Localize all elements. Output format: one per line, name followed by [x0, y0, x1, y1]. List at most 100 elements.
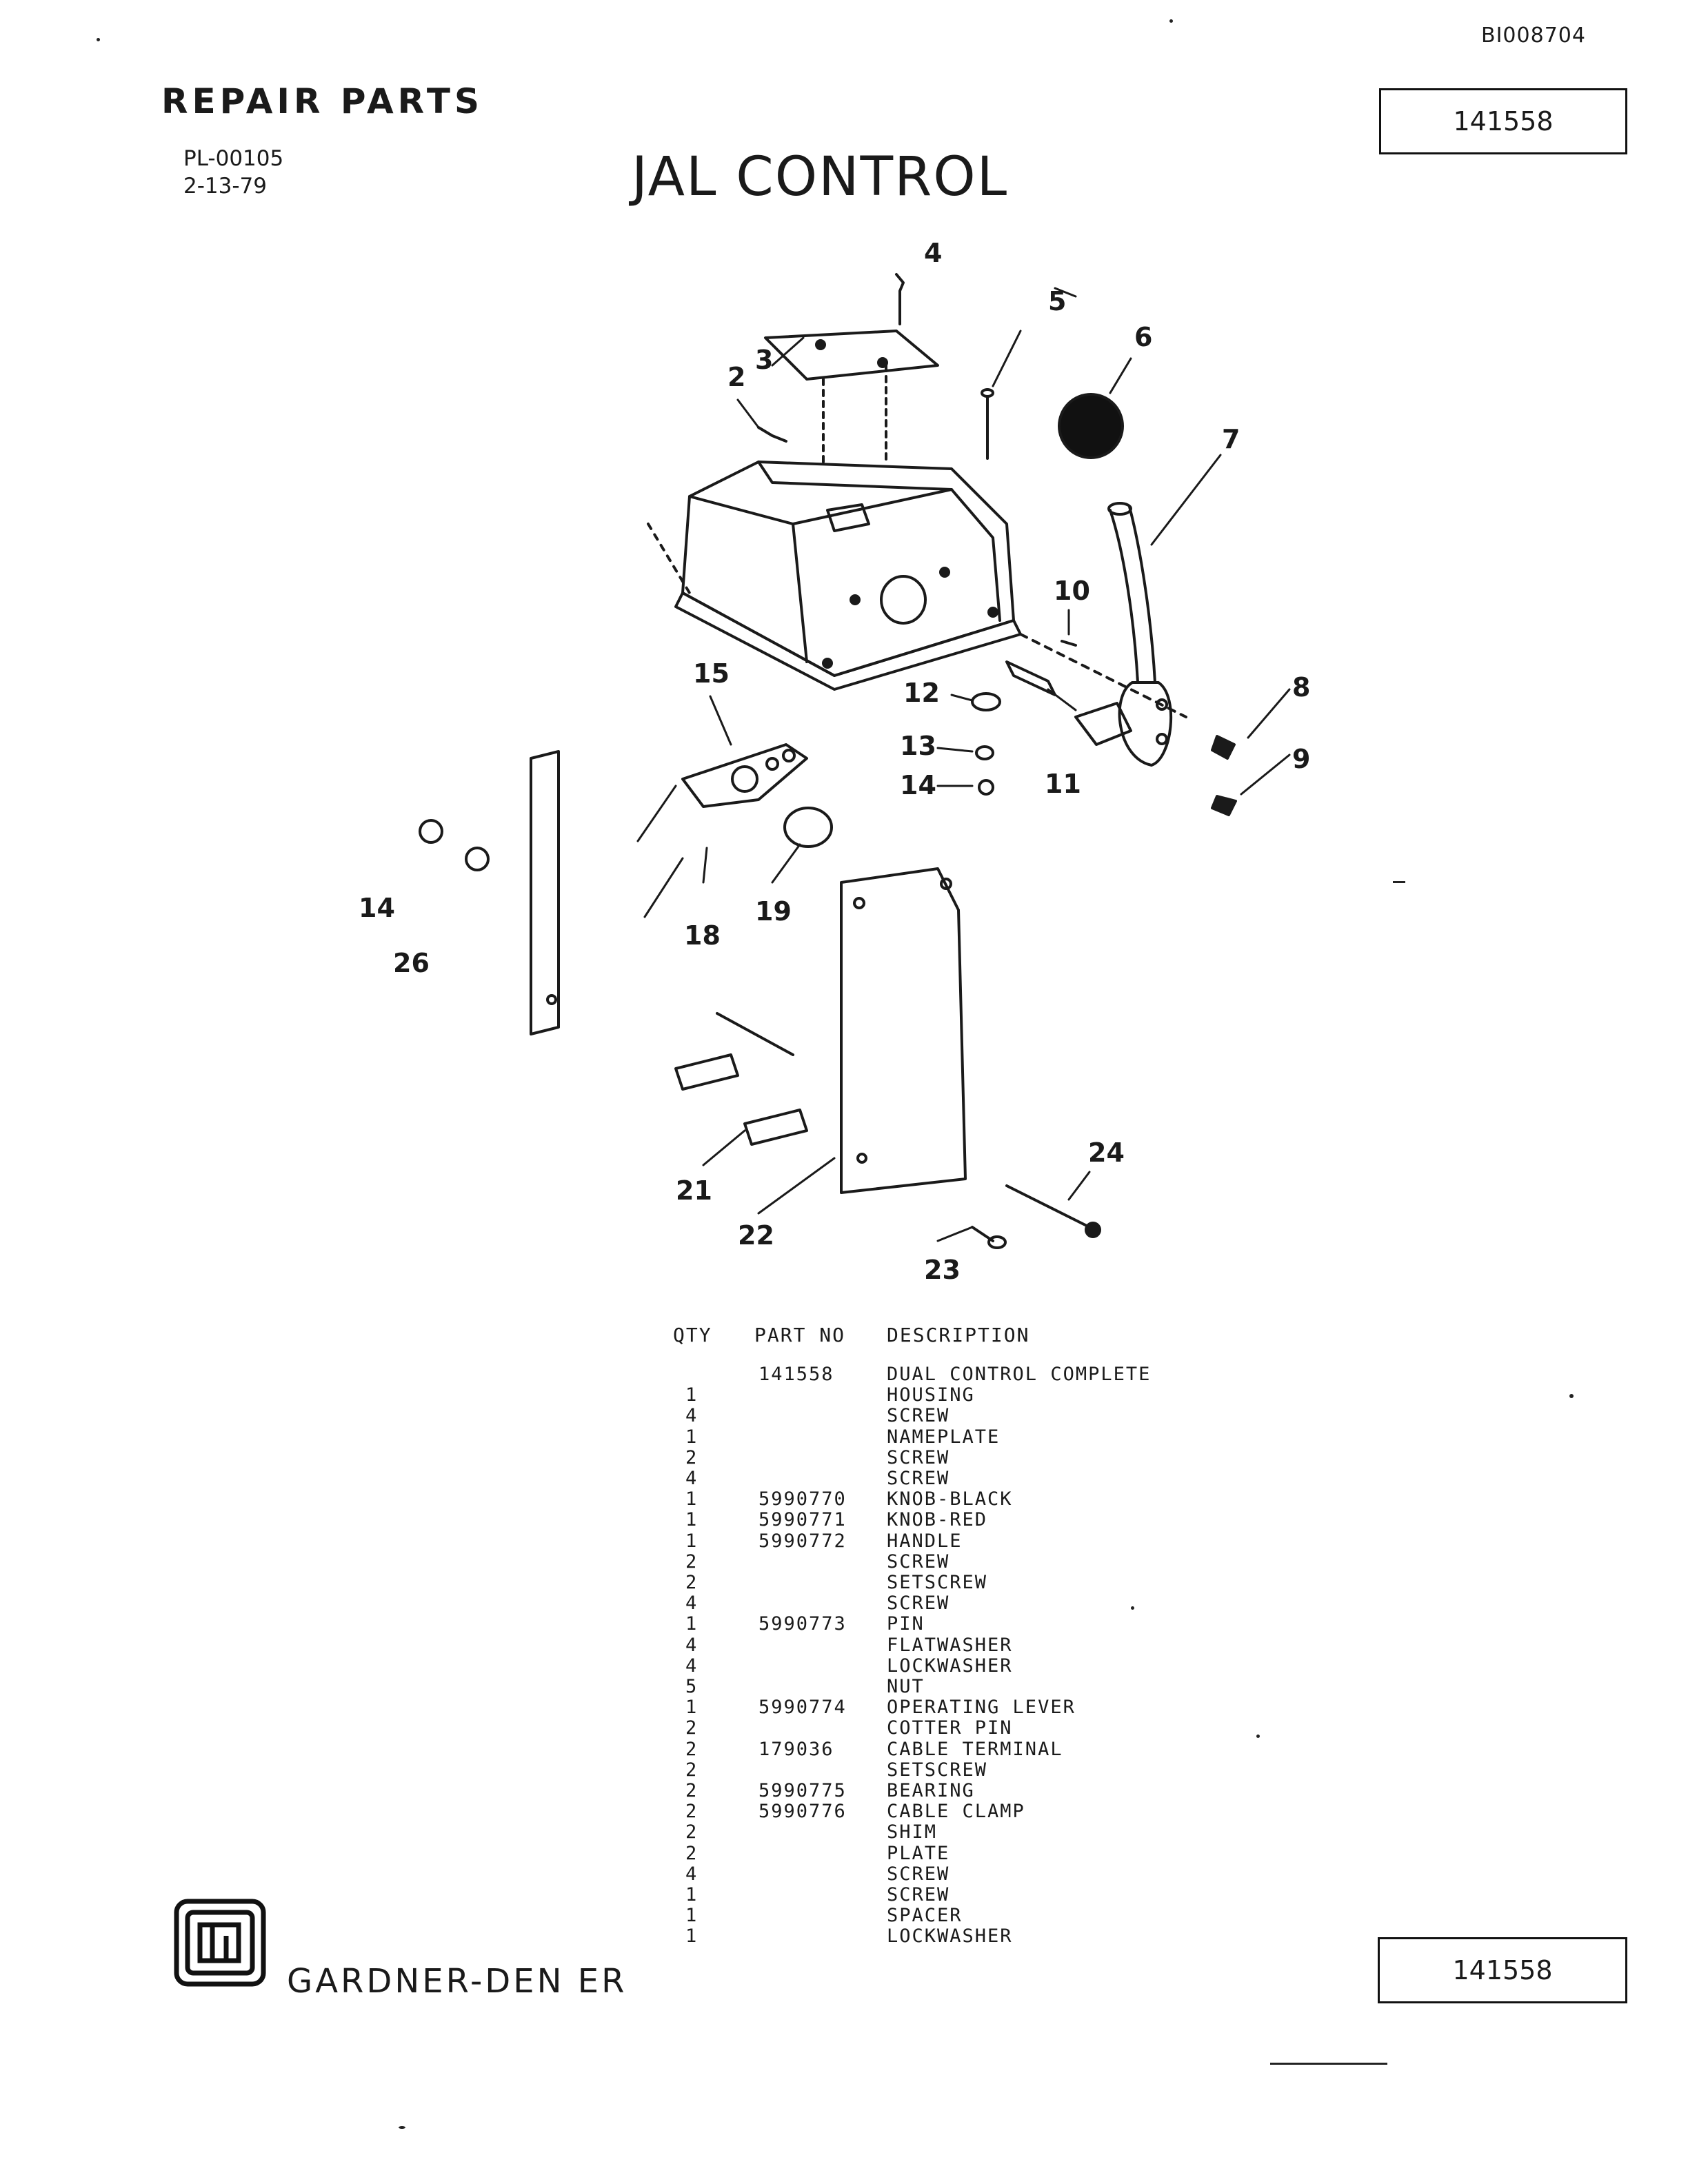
description-cell: KNOB-BLACK	[887, 1488, 1013, 1510]
exploded-parts-diagram: 3 2 4 5 6 7 8 9 10 11 12 13 14 15 14 26 …	[262, 234, 1393, 1296]
plate-left-drawing	[530, 750, 560, 1035]
description-cell: SCREW	[887, 1863, 950, 1885]
nameplate-drawing	[764, 330, 939, 463]
gardner-denver-logo	[172, 1897, 268, 1988]
description-cell: LOCKWASHER	[887, 1925, 1013, 1948]
part-number-bottom: 141558	[1452, 1955, 1553, 1985]
part-number-top: 141558	[1453, 106, 1554, 136]
callout-label: 7	[1222, 424, 1240, 454]
description-cell: BEARING	[887, 1780, 975, 1801]
callout-label: 24	[1088, 1138, 1125, 1168]
setscrew-9-drawing	[1211, 795, 1237, 816]
column-header-qty: QTY	[673, 1324, 712, 1346]
screw-10-drawing	[1061, 640, 1077, 647]
description-cell: SCREW	[887, 1468, 950, 1489]
part-number-cell: 179036	[758, 1738, 834, 1760]
callout-label: 11	[1045, 769, 1081, 799]
scan-speck	[1169, 19, 1173, 23]
qty-cell: 5	[685, 1676, 699, 1697]
screw-4-drawing	[895, 273, 905, 325]
description-cell: SETSCREW	[887, 1572, 988, 1593]
description-cell: COTTER PIN	[887, 1717, 1013, 1739]
part-number-cell: 141558	[758, 1364, 834, 1385]
price-list-number: PL-00105	[183, 146, 284, 171]
part-number-cell: 5990774	[758, 1697, 847, 1719]
callout-label: 23	[924, 1255, 961, 1285]
description-cell: SHIM	[887, 1821, 938, 1843]
description-cell: DUAL CONTROL COMPLETE	[887, 1364, 1152, 1385]
logo-icon	[174, 1899, 266, 1987]
description-cell: PLATE	[887, 1842, 950, 1864]
qty-cell: 1	[685, 1884, 699, 1905]
callout-label: 12	[903, 678, 940, 708]
column-header-part-no: PART NO	[754, 1324, 846, 1346]
document-id: BI008704	[1481, 23, 1586, 48]
description-cell: LOCKWASHER	[887, 1655, 1013, 1677]
qty-cell: 1	[685, 1905, 699, 1927]
callout-label: 4	[924, 238, 942, 268]
description-cell: SPACER	[887, 1905, 963, 1927]
screw-2-drawing	[757, 426, 787, 443]
description-cell: SCREW	[887, 1550, 950, 1573]
callout-label: 15	[693, 658, 730, 689]
qty-cell: 4	[685, 1593, 699, 1615]
qty-cell: 2	[685, 1780, 699, 1801]
part-number-cell: 5990772	[758, 1530, 847, 1552]
callout-label: 22	[738, 1220, 774, 1251]
nut-14-drawing	[419, 819, 443, 844]
callout-label: 14	[359, 893, 395, 923]
callout-label: 6	[1134, 322, 1152, 352]
operating-lever-drawing	[681, 743, 808, 808]
qty-cell: 1	[685, 1925, 699, 1948]
page-header-title: REPAIR PARTS	[161, 81, 484, 121]
scan-line	[1270, 2063, 1387, 2065]
qty-cell: 4	[685, 1655, 699, 1677]
qty-cell: 1	[685, 1697, 699, 1719]
qty-cell: 2	[685, 1821, 699, 1843]
description-cell: FLATWASHER	[887, 1634, 1013, 1656]
description-cell: CABLE TERMINAL	[887, 1738, 1063, 1760]
part-number-cell: 5990770	[758, 1488, 847, 1510]
scan-speck	[399, 2126, 405, 2129]
qty-cell: 4	[685, 1863, 699, 1885]
callout-label: 2	[727, 362, 745, 392]
description-cell: SCREW	[887, 1593, 950, 1615]
qty-cell: 2	[685, 1842, 699, 1864]
price-list-date: 2-13-79	[183, 174, 267, 199]
qty-cell: 1	[685, 1509, 699, 1531]
description-cell: HANDLE	[887, 1530, 963, 1552]
callout-label: 19	[755, 896, 792, 927]
qty-cell: 4	[685, 1468, 699, 1489]
scan-speck	[1256, 1735, 1260, 1738]
qty-cell: 1	[685, 1613, 699, 1635]
callout-label: 10	[1054, 576, 1090, 606]
qty-cell: 2	[685, 1446, 699, 1468]
description-cell: PIN	[887, 1613, 925, 1635]
part-number-cell: 5990773	[758, 1613, 847, 1635]
screw-8-drawing	[1211, 735, 1236, 760]
description-cell: CABLE CLAMP	[887, 1801, 1025, 1823]
qty-cell: 2	[685, 1572, 699, 1593]
lockwasher-26-drawing	[465, 847, 490, 871]
shim-drawing	[674, 1053, 739, 1091]
part-number-cell: 5990771	[758, 1509, 847, 1531]
callout-label: 8	[1292, 672, 1310, 702]
part-number-cell: 5990775	[758, 1780, 847, 1801]
description-cell: SETSCREW	[887, 1759, 988, 1781]
qty-cell: 2	[685, 1550, 699, 1573]
flatwasher-drawing	[971, 692, 1001, 711]
nut-drawing	[978, 779, 994, 796]
description-cell: HOUSING	[887, 1384, 975, 1406]
housing-drawing	[647, 461, 1187, 718]
callout-label: 18	[684, 920, 721, 951]
callout-label: 14	[900, 770, 936, 800]
column-header-description: DESCRIPTION	[887, 1324, 1030, 1346]
description-cell: NUT	[887, 1676, 925, 1697]
scan-line	[1393, 881, 1405, 883]
description-cell: OPERATING LEVER	[887, 1697, 1076, 1719]
description-cell: SCREW	[887, 1405, 950, 1427]
parts-table: QTY PART NO DESCRIPTION 141558 DUAL CONTR…	[593, 1324, 1269, 1948]
qty-cell: 1	[685, 1488, 699, 1510]
qty-cell: 4	[685, 1405, 699, 1427]
qty-cell: 2	[685, 1801, 699, 1823]
